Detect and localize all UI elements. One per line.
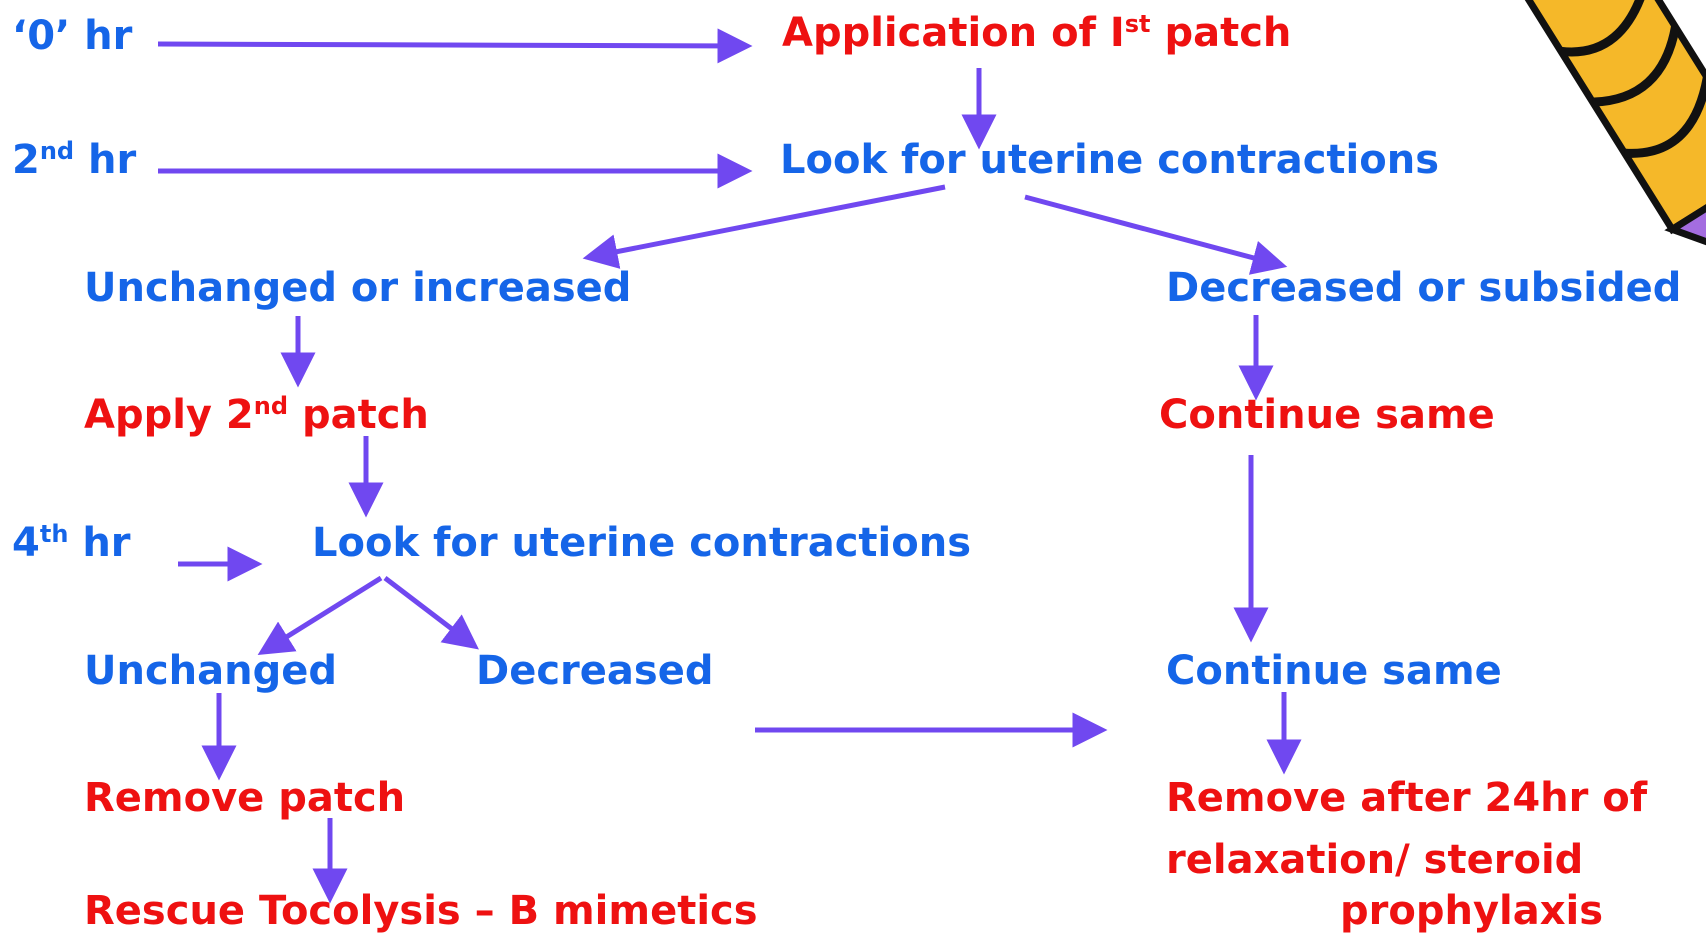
- decreased-node: Decreased: [476, 648, 714, 694]
- time-2nd-hr-unit: hr: [74, 137, 137, 183]
- application-first-patch-text: Application of I: [782, 10, 1125, 56]
- time-2nd-hr-number: 2: [12, 137, 40, 183]
- remove-after-24hr-line-1: Remove after 24hr of: [1166, 775, 1648, 821]
- application-first-patch-node: Application of Ist patch: [782, 10, 1292, 56]
- arrow-look-to-unchanged: [257, 575, 383, 655]
- remove-patch-node: Remove patch: [84, 775, 406, 821]
- continue-same-red-node: Continue same: [1159, 392, 1495, 438]
- rescue-tocolysis-node: Rescue Tocolysis – B mimetics: [84, 888, 758, 934]
- decreased-or-subsided-node: Decreased or subsided: [1166, 265, 1682, 311]
- unchanged-node: Unchanged: [84, 648, 338, 694]
- application-first-patch-tail: patch: [1150, 10, 1292, 56]
- apply-second-patch-node: Apply 2nd patch: [84, 392, 429, 438]
- unchanged-or-increased-node: Unchanged or increased: [84, 265, 632, 311]
- look-uterine-contractions-node-1: Look for uterine contractions: [780, 137, 1440, 183]
- arrow-look-to-decreased-subsided: [1024, 194, 1288, 275]
- remove-after-24hr-line-3: prophylaxis: [1340, 888, 1604, 934]
- time-4th-hr-label: 4th hr: [12, 520, 131, 566]
- application-first-patch-suffix: st: [1124, 10, 1151, 38]
- time-4th-hr-suffix: th: [39, 520, 69, 548]
- time-2nd-hr-label: 2nd hr: [12, 137, 137, 183]
- time-2nd-hr-suffix: nd: [39, 137, 75, 165]
- apply-second-patch-text: Apply 2: [84, 392, 254, 438]
- look-uterine-contractions-node-2: Look for uterine contractions: [312, 520, 972, 566]
- time-0-hr-label: ‘0’ hr: [12, 13, 133, 59]
- remove-after-24hr-line-2: relaxation/ steroid: [1166, 837, 1584, 883]
- apply-second-patch-suffix: nd: [253, 392, 289, 420]
- arrow-hr0-to-first-patch: [157, 28, 753, 64]
- arrow-look-to-unchanged-increased: [582, 184, 946, 269]
- time-4th-hr-number: 4: [12, 520, 40, 566]
- apply-second-patch-tail: patch: [288, 392, 429, 438]
- arrow-look-to-decreased: [383, 576, 479, 650]
- time-4th-hr-unit: hr: [68, 520, 131, 566]
- continue-same-blue-node: Continue same: [1166, 648, 1502, 694]
